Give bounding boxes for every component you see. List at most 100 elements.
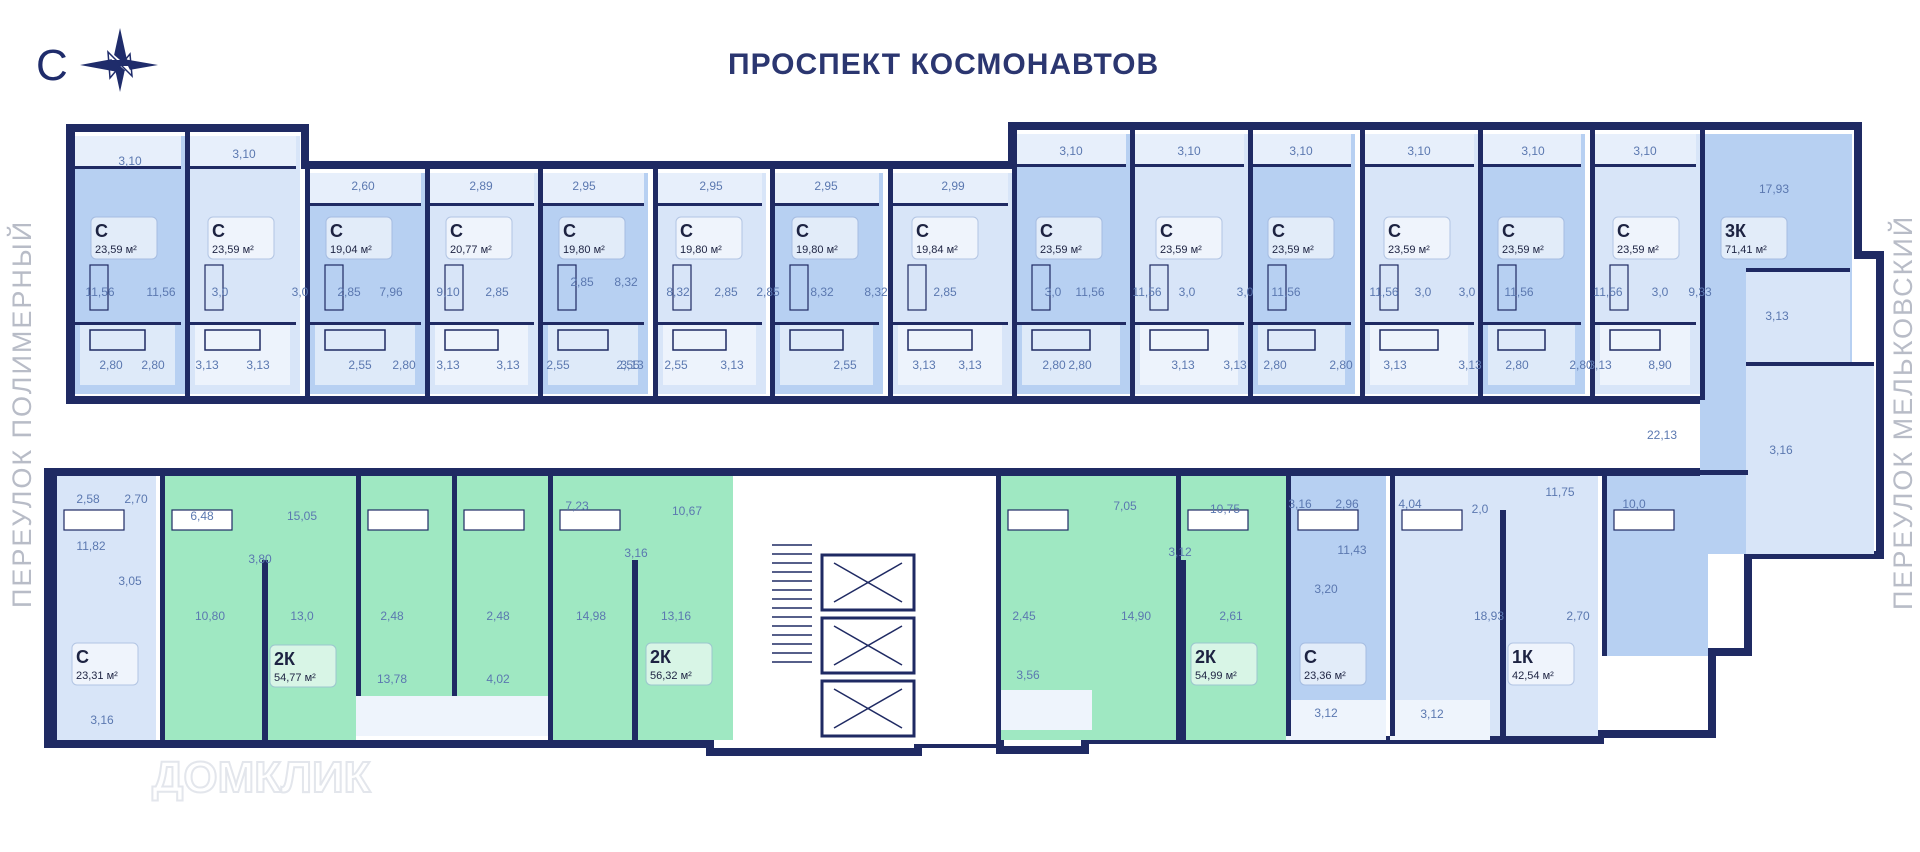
wall-segment [1700,130,1705,400]
room-dimension-label: 15,05 [287,509,317,523]
wall-segment [1482,322,1581,325]
wall-segment [1478,126,1483,400]
bathtub-icon [789,329,844,351]
kitchen-stove-icon [444,264,464,311]
room-dimension-label: 11,56 [1075,285,1104,299]
room-dimension-label: 3,0 [212,285,229,299]
room-dimension-label: 11,56 [1132,285,1161,299]
room-dimension-label: 7,23 [565,499,589,513]
bathtub-icon [1401,509,1463,531]
room-dimension-label: 3,0 [1415,285,1432,299]
room-dimension-label: 3,10 [1633,144,1657,158]
wall-segment [892,203,1008,206]
balcony-fill [1016,134,1126,164]
apartment-label-box [558,216,626,260]
bathtub-icon [1031,329,1091,351]
apartment-label[interactable]: С19,80 м² [675,216,743,260]
balcony-fill [356,696,452,736]
apartment-area: 23,59 м² [1272,244,1314,256]
kitchen-stove-icon [1031,264,1051,311]
wall-segment [657,203,762,206]
room-dimension-label: 2,48 [486,609,510,623]
room-dimension-label: 13,16 [661,609,691,623]
apartment-label[interactable]: С19,80 м² [791,216,859,260]
north-letter: С [36,41,68,90]
apartment-area: 56,32 м² [650,670,692,682]
apartment-label[interactable]: С23,59 м² [1497,216,1565,260]
kitchen-stove-icon [907,264,927,311]
apartment-label[interactable]: С23,59 м² [1155,216,1223,260]
bathroom-fill [898,325,1002,385]
room-dimension-label: 2,55 [546,358,570,372]
room-dimension-label: 11,75 [1545,485,1574,499]
balcony-fill [657,173,762,203]
bathtub-icon [1613,509,1675,531]
room-dimension-label: 3,10 [1407,144,1431,158]
room-dimension-label: 3,56 [1016,668,1040,682]
apartment-type: С [1304,647,1317,667]
room-dimension-label: 11,56 [1369,285,1398,299]
apartment-label[interactable]: С23,59 м² [1612,216,1680,260]
bathroom-fill [80,325,175,385]
room-dimension-label: 9,33 [1688,285,1712,299]
room-dimension-label: 3,13 [958,358,982,372]
room-dimension-label: 3,0 [1179,285,1196,299]
balcony-fill [774,173,879,203]
bathtub-icon [1497,329,1546,351]
apartment-area: 19,04 м² [330,244,372,256]
apartment-label-box [791,216,859,260]
balcony-fill [452,696,548,736]
room-dimension-label: 2,89 [469,179,493,193]
apartment-label[interactable]: С19,04 м² [325,216,393,260]
apartment-type: С [212,221,225,241]
room-dimension-label: 3,10 [1059,144,1083,158]
wall-segment [1590,126,1595,400]
apartment-label[interactable]: С20,77 м² [445,216,513,260]
room-dimension-label: 3,13 [720,358,744,372]
room-dimension-label: 3,05 [118,574,142,588]
bathroom-fill [663,325,756,385]
wall-segment [542,203,644,206]
apartment-label-box [1612,216,1680,260]
room-dimension-label: 3,13 [1765,309,1789,323]
apartment-label[interactable]: С23,59 м² [207,216,275,260]
bathtub-icon [89,329,146,351]
apartment-type: С [916,221,929,241]
apartment-type: С [796,221,809,241]
apartment-type: С [1160,221,1173,241]
wall-segment [452,476,457,696]
apartment-label[interactable]: С23,31 м² [71,642,139,686]
balcony-fill [1482,134,1581,164]
apartment-label-box [90,216,158,260]
apartment-area: 23,31 м² [76,670,118,682]
apartment-label[interactable]: С23,59 м² [90,216,158,260]
wall-segment [425,165,430,400]
apartment-label[interactable]: С23,59 м² [1267,216,1335,260]
wall-segment [1500,510,1506,740]
apartment-label[interactable]: С19,80 м² [558,216,626,260]
apartment-label-box [207,216,275,260]
wall-segment [1602,476,1607,656]
wall-segment [1390,476,1395,736]
apartment-label[interactable]: С23,36 м² [1299,642,1367,686]
room-dimension-label: 2,55 [348,358,372,372]
apartment-label-box [911,216,979,260]
apartment-area: 20,77 м² [450,244,492,256]
apartment-label[interactable]: С23,59 м² [1035,216,1103,260]
apartment-label[interactable]: С19,84 м² [911,216,979,260]
apartment-label-box [1267,216,1335,260]
room-dimension-label: 2,70 [1566,609,1590,623]
wall-segment [538,165,543,400]
apartment-label[interactable]: С23,59 м² [1383,216,1451,260]
bathtub-icon [367,509,429,531]
apartment-type: С [95,221,108,241]
wall-segment [70,128,75,400]
wall-segment [1594,164,1696,167]
